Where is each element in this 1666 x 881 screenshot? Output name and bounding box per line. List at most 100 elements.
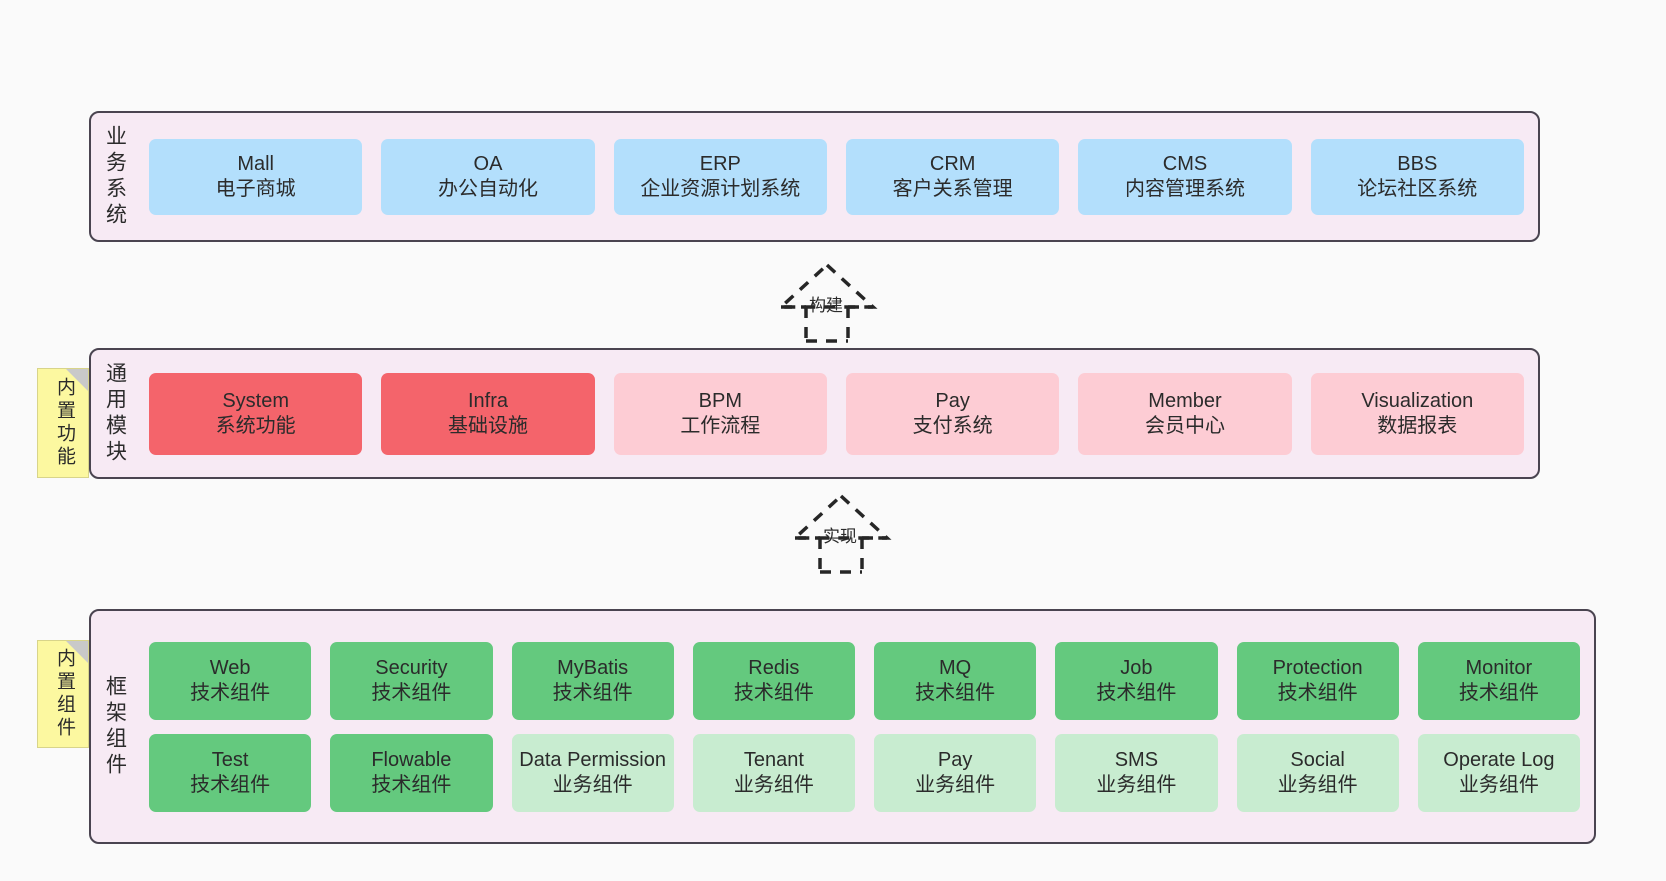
node-title: Tenant [743, 749, 804, 772]
node-title: MQ [939, 657, 972, 680]
node-subtitle: 企业资源计划系统 [640, 177, 801, 200]
node-title: MyBatis [557, 657, 629, 680]
node-subtitle: 技术组件 [1277, 681, 1358, 704]
node-subtitle: 业务组件 [1277, 773, 1358, 796]
node-subtitle: 技术组件 [371, 773, 452, 796]
layer-framework-label: 框架组件 [103, 674, 127, 779]
node-title: Mall [237, 153, 274, 176]
node-title: Infra [467, 390, 508, 413]
node-subtitle: 支付系统 [912, 414, 993, 437]
node-subtitle: 技术组件 [190, 681, 271, 704]
node-title: CRM [929, 153, 976, 176]
node-subtitle: 技术组件 [190, 773, 271, 796]
node-title: ERP [699, 153, 741, 176]
node-subtitle: 业务组件 [1096, 773, 1177, 796]
node-title: CMS [1162, 153, 1208, 176]
layer-modules-label: 通用模块 [103, 361, 127, 466]
node-subtitle: 业务组件 [915, 773, 996, 796]
node-subtitle: 内容管理系统 [1124, 177, 1245, 200]
node-subtitle: 基础设施 [447, 414, 528, 437]
node-title: Pay [937, 749, 973, 772]
node-title: Visualization [1361, 390, 1474, 413]
node-title: Flowable [371, 749, 452, 772]
node-title: Monitor [1465, 657, 1533, 680]
node-title: Security [375, 657, 448, 680]
connector-implement: 实现 [771, 492, 911, 572]
node-title: Test [211, 749, 249, 772]
node-title: Operate Log [1443, 749, 1555, 772]
node-subtitle: 论坛社区系统 [1357, 177, 1478, 200]
node-title: Job [1120, 657, 1153, 680]
connector-build: 构建 [757, 261, 897, 341]
node-title: Member [1148, 390, 1222, 413]
node-title: Social [1290, 749, 1345, 772]
node-title: BBS [1397, 153, 1438, 176]
node-title: BPM [698, 390, 742, 413]
node-title: Protection [1272, 657, 1363, 680]
sticky-note-builtin-components: 内置组件 [37, 640, 89, 748]
connector-build-stem-end [757, 333, 897, 347]
node-title: Pay [935, 390, 970, 413]
node-title: System [222, 390, 289, 413]
node-subtitle: 业务组件 [1458, 773, 1539, 796]
node-title: Web [209, 657, 251, 680]
node-subtitle: 技术组件 [733, 681, 814, 704]
connector-build-label: 构建 [809, 296, 843, 315]
connector-implement-stem-end [771, 564, 911, 578]
node-subtitle: 办公自动化 [437, 177, 538, 200]
node-title: OA [473, 153, 503, 176]
connector-build-arrow [776, 262, 878, 341]
node-subtitle: 技术组件 [371, 681, 452, 704]
node-subtitle: 会员中心 [1144, 414, 1225, 437]
node-subtitle: 工作流程 [680, 414, 761, 437]
connector-implement-label: 实现 [823, 527, 857, 546]
node-subtitle: 技术组件 [1096, 681, 1177, 704]
note-fold-corner-icon [66, 369, 88, 391]
node-subtitle: 业务组件 [733, 773, 814, 796]
node-subtitle: 系统功能 [215, 414, 296, 437]
node-title: Redis [748, 657, 800, 680]
node-subtitle: 技术组件 [552, 681, 633, 704]
node-subtitle: 电子商城 [215, 177, 296, 200]
sticky-note-builtin-features-label: 内置功能 [54, 377, 75, 469]
node-title: Data Permission [519, 749, 666, 772]
sticky-note-builtin-features: 内置功能 [37, 368, 89, 478]
node-subtitle: 数据报表 [1377, 414, 1458, 437]
node-subtitle: 技术组件 [915, 681, 996, 704]
